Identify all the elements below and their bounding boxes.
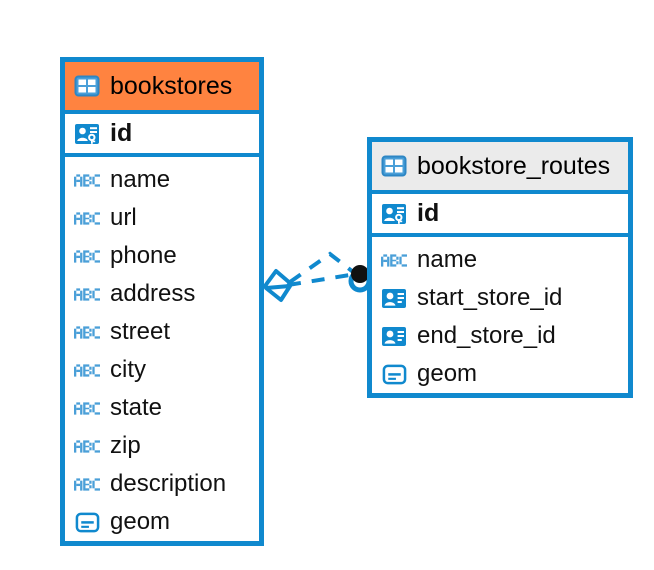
foreign-key-icon <box>380 322 408 350</box>
field-row-state[interactable]: state <box>65 389 259 427</box>
field-row-geom[interactable]: geom <box>65 503 259 541</box>
abc-text-icon <box>73 394 101 422</box>
table-grid-icon <box>73 72 101 100</box>
field-row-address[interactable]: address <box>65 275 259 313</box>
field-label: geom <box>110 508 171 535</box>
abc-text-icon <box>73 280 101 308</box>
entity-title-bookstore-routes: bookstore_routes <box>417 151 611 180</box>
field-label: url <box>110 204 137 231</box>
field-list-bookstore-routes: name start_store_id <box>372 237 628 397</box>
entity-table-bookstore-routes[interactable]: bookstore_routes id <box>367 137 633 398</box>
primary-key-icon <box>380 200 408 228</box>
field-row-primary-key[interactable]: id <box>372 190 628 237</box>
field-label: state <box>110 394 163 421</box>
entity-table-bookstores[interactable]: bookstores id <box>60 57 264 546</box>
field-row-description[interactable]: description <box>65 465 259 503</box>
entity-header-bookstores[interactable]: bookstores <box>65 62 259 110</box>
field-row-zip[interactable]: zip <box>65 427 259 465</box>
primary-key-icon <box>73 120 101 148</box>
field-label: end_store_id <box>417 322 556 349</box>
abc-text-icon <box>73 242 101 270</box>
field-label: start_store_id <box>417 284 563 311</box>
hollow-diamond-marker <box>263 269 292 302</box>
geometry-icon <box>380 360 408 388</box>
relationship-line-fork <box>288 251 359 284</box>
field-row-end-store-id[interactable]: end_store_id <box>372 317 628 355</box>
foreign-key-icon <box>380 284 408 312</box>
abc-text-icon <box>73 356 101 384</box>
field-row-url[interactable]: url <box>65 199 259 237</box>
geometry-icon <box>73 508 101 536</box>
field-label: geom <box>417 360 478 387</box>
field-row-primary-key[interactable]: id <box>65 110 259 157</box>
field-row-city[interactable]: city <box>65 351 259 389</box>
relationship-line-upper <box>287 272 357 287</box>
entity-title-bookstores: bookstores <box>110 71 233 100</box>
entity-header-bookstore-routes[interactable]: bookstore_routes <box>372 142 628 190</box>
abc-text-icon <box>73 204 101 232</box>
field-list-bookstores: name ur <box>65 157 259 545</box>
field-row-phone[interactable]: phone <box>65 237 259 275</box>
field-label: description <box>110 470 227 497</box>
field-label: city <box>110 356 146 383</box>
field-row-geom[interactable]: geom <box>372 355 628 393</box>
field-row-name[interactable]: name <box>372 241 628 279</box>
field-label: name <box>417 246 478 273</box>
table-grid-icon <box>380 152 408 180</box>
abc-text-icon <box>73 470 101 498</box>
field-label: street <box>110 318 171 345</box>
field-row-street[interactable]: street <box>65 313 259 351</box>
field-label: id <box>417 199 440 227</box>
field-label: id <box>110 119 133 147</box>
field-label: zip <box>110 432 141 459</box>
field-label: address <box>110 280 196 307</box>
field-label: name <box>110 166 171 193</box>
abc-text-icon <box>73 318 101 346</box>
field-label: phone <box>110 242 177 269</box>
field-row-name[interactable]: name <box>65 161 259 199</box>
abc-text-icon <box>380 246 408 274</box>
abc-text-icon <box>73 432 101 460</box>
abc-text-icon <box>73 166 101 194</box>
field-row-start-store-id[interactable]: start_store_id <box>372 279 628 317</box>
